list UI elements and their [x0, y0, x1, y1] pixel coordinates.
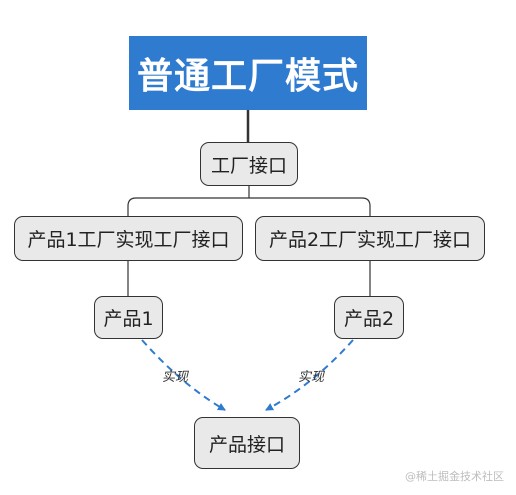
node-product-interface: 产品接口 — [194, 417, 300, 469]
edge-product2-implements — [265, 339, 354, 411]
node-product2: 产品2 — [334, 296, 404, 339]
diagram-title: 普通工厂模式 — [129, 36, 367, 110]
node-factory-interface: 工厂接口 — [200, 142, 298, 186]
node-product1-factory: 产品1工厂实现工厂接口 — [14, 216, 243, 261]
edge-label-implements-left: 实现 — [162, 370, 189, 385]
node-product2-factory: 产品2工厂实现工厂接口 — [255, 216, 485, 261]
watermark: @稀土掘金技术社区 — [405, 470, 504, 483]
edge-branch-bus — [127, 197, 371, 216]
node-product1: 产品1 — [94, 296, 163, 339]
edge-label-implements-right: 实现 — [298, 370, 325, 385]
edge-product1-implements — [141, 339, 226, 411]
